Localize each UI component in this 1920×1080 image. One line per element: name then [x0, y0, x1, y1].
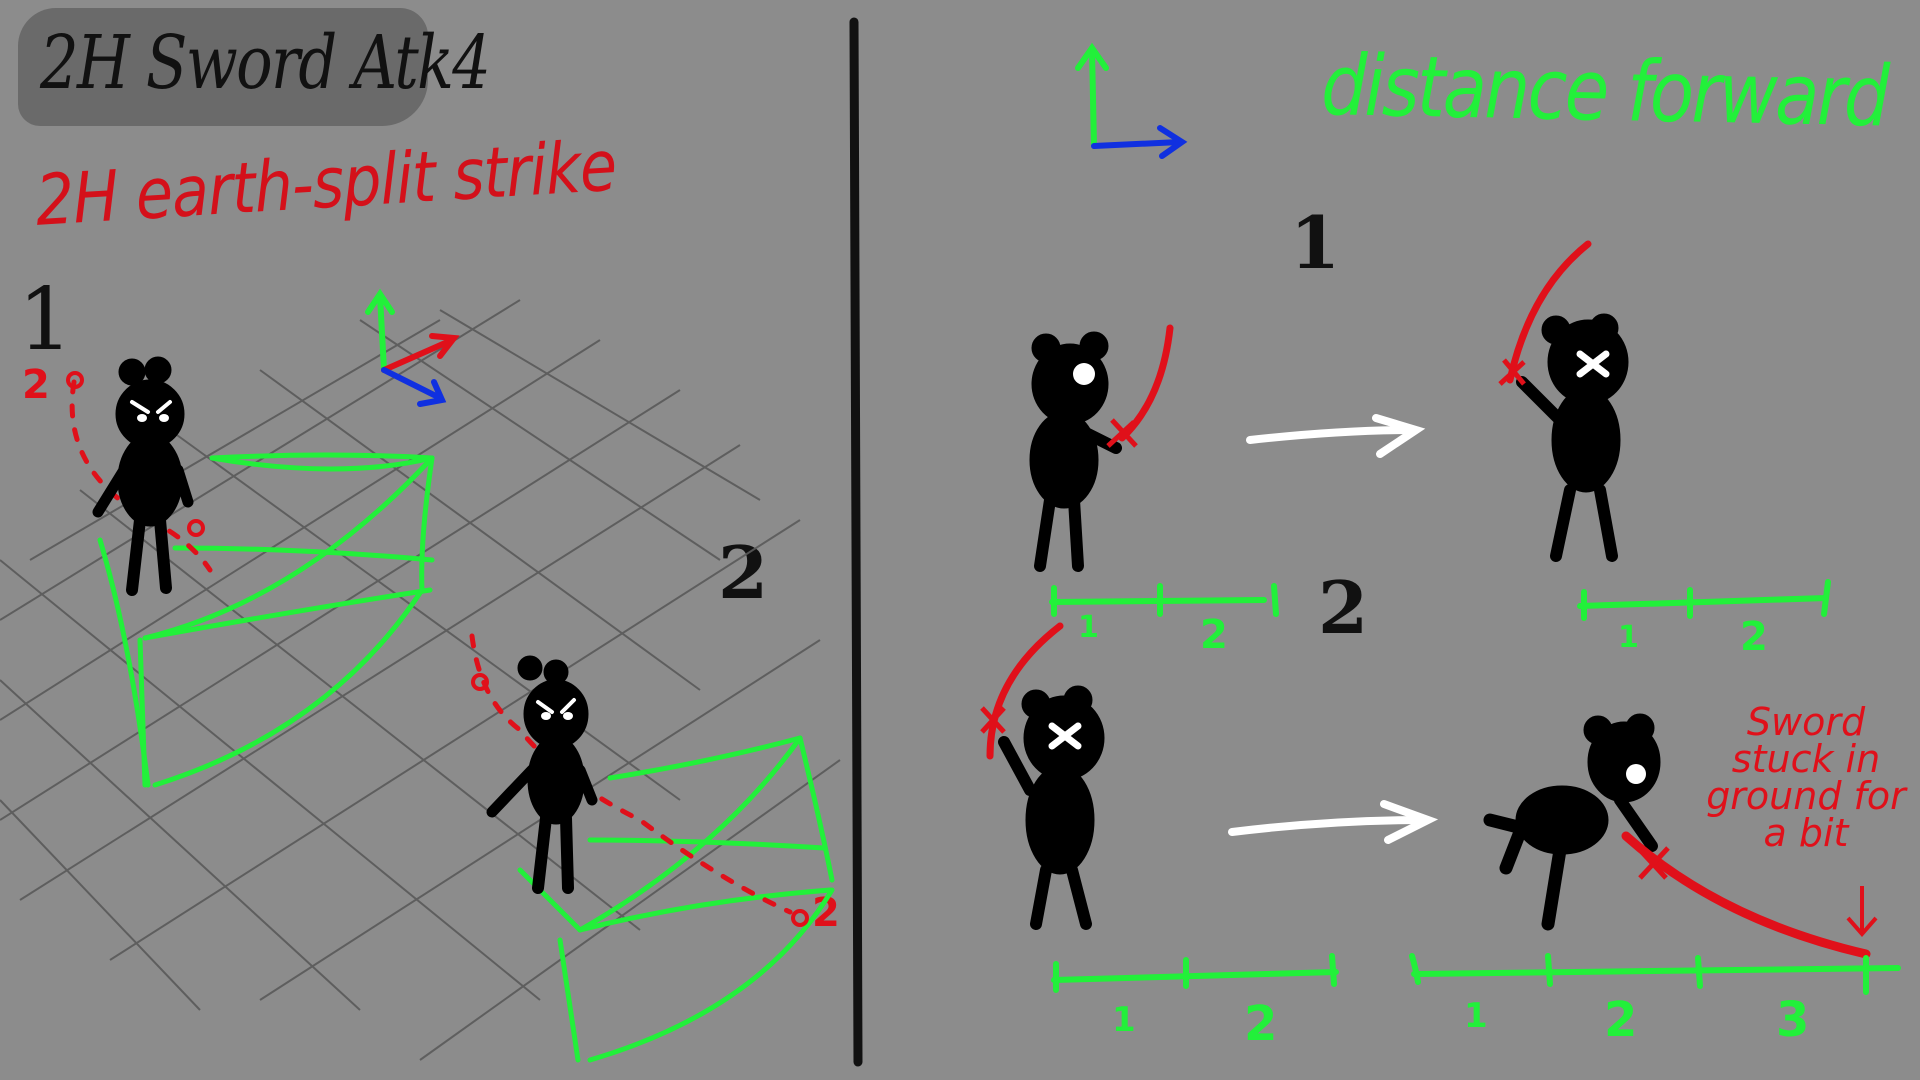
swing-volume-2 — [517, 735, 835, 1063]
title-background — [18, 8, 428, 126]
floor-grid — [0, 299, 841, 1061]
right-step-2-number: 2 — [1318, 565, 1369, 650]
scale-label: 2 — [1604, 992, 1638, 1048]
scale-label: 1 — [1078, 610, 1099, 645]
axes-3d-icon — [365, 288, 460, 407]
arc-dots — [66, 371, 809, 927]
character-left-pose-2 — [486, 655, 598, 894]
character-right-pose-2b — [1483, 713, 1661, 931]
swing-volume-1 — [97, 452, 435, 788]
right-step-1-number: 1 — [1290, 200, 1341, 285]
sword-red — [1118, 324, 1174, 442]
left-step-2-number: 2 — [718, 530, 769, 615]
scale-label: 2 — [1740, 614, 1768, 660]
page-title: 2H Sword Atk4 — [40, 20, 491, 106]
distance-forward-label: distance forward — [1320, 36, 1888, 146]
scale-label: 1 — [1618, 620, 1639, 655]
scale-label: 2 — [1200, 612, 1228, 658]
scale-label: 3 — [1776, 992, 1810, 1048]
note-arrow — [1846, 886, 1878, 938]
panel-divider — [849, 17, 863, 1067]
left-step-1-number: 1 — [18, 270, 73, 370]
character-right-pose-1b — [1516, 313, 1629, 562]
character-left-pose-1 — [92, 356, 194, 596]
arc-start-marker: 2 — [22, 362, 50, 408]
scale-label: 1 — [1112, 1000, 1136, 1040]
swing-arc-dotted — [69, 379, 793, 915]
scale-label: 2 — [1244, 996, 1278, 1052]
sword-stuck-note: Sword stuck in ground for a bit — [1706, 700, 1906, 855]
scale-label: 1 — [1464, 996, 1488, 1036]
axes-2d-icon — [1075, 42, 1188, 159]
character-right-pose-1a — [1029, 331, 1122, 572]
character-right-pose-2a — [998, 685, 1105, 930]
attack-subtitle: 2H earth-split strike — [34, 124, 618, 242]
arc-end-marker: 2 — [812, 890, 840, 936]
